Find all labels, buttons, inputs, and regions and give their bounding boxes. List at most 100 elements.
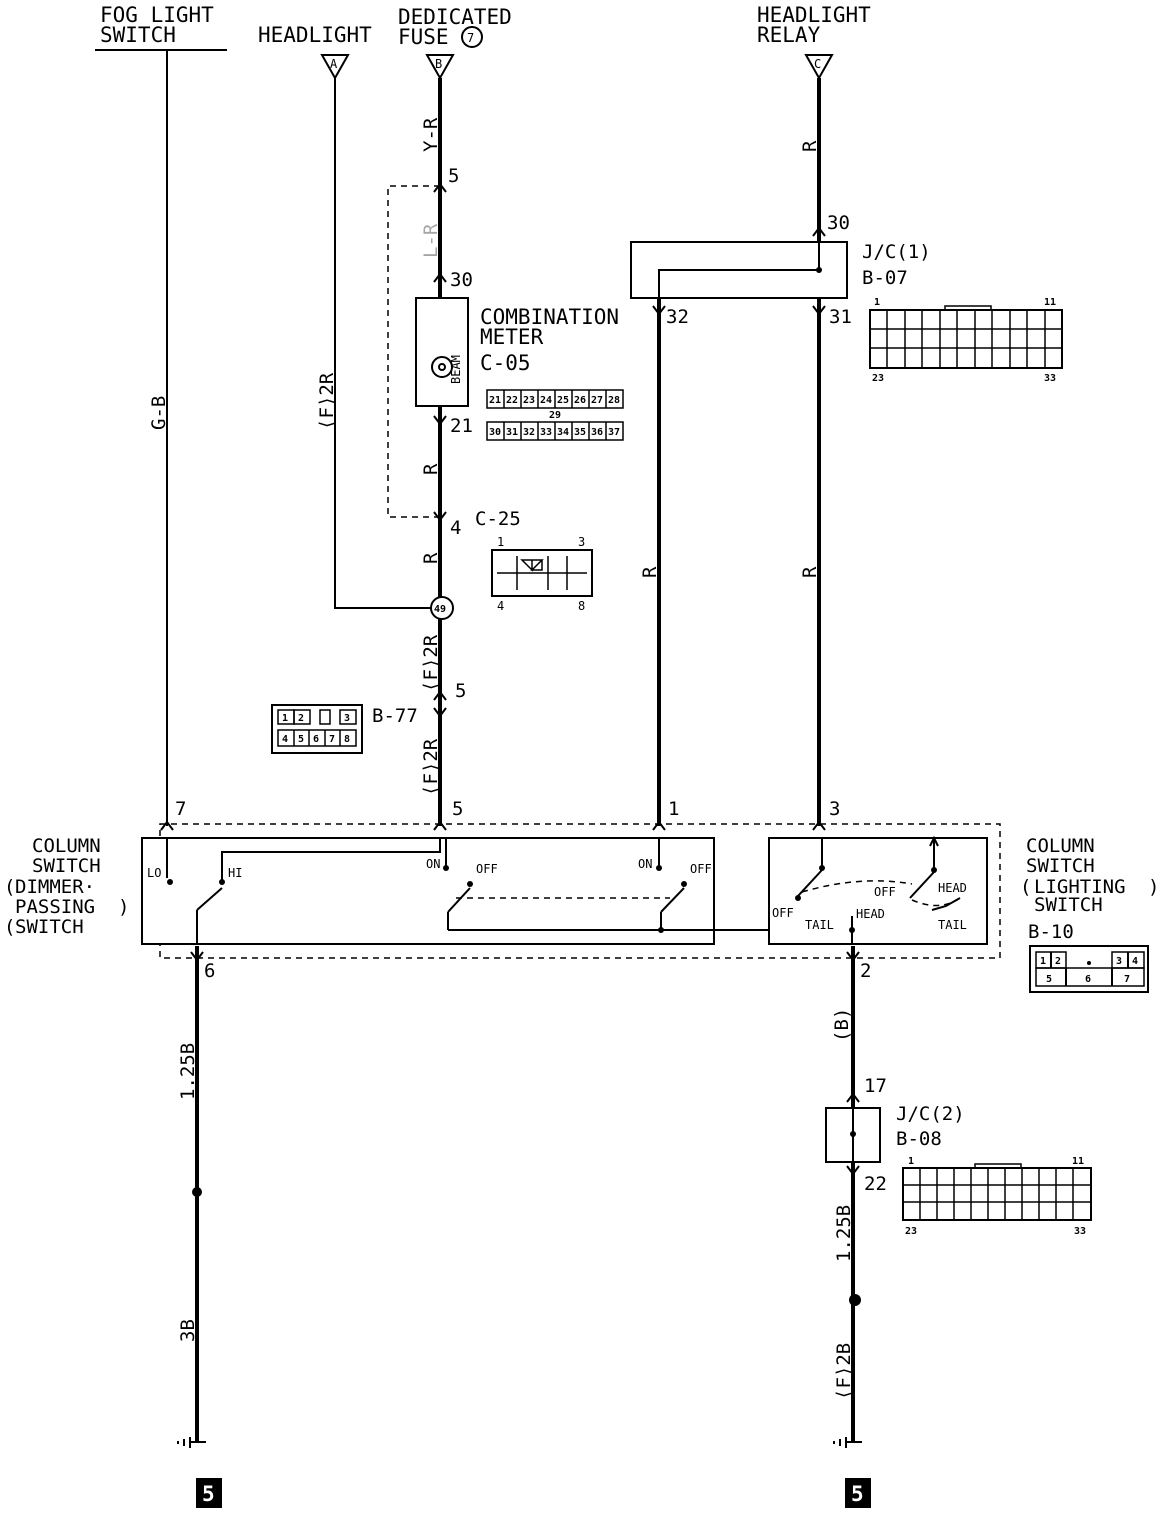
svg-text:SWITCH: SWITCH (15, 916, 84, 938)
svg-text:1: 1 (497, 535, 504, 549)
wire-label-125b-left: 1.25B (177, 1043, 199, 1100)
svg-text:6: 6 (313, 734, 319, 745)
dimmer-passing-name: COLUMN SWITCH ( DIMMER· PASSING SWITCH (… (4, 835, 129, 938)
svg-text:5: 5 (298, 734, 304, 745)
svg-text:5: 5 (851, 1482, 864, 1506)
wire-label-125b-right: 1.25B (833, 1205, 855, 1262)
c25-label: C-25 (475, 508, 521, 530)
wire-label-b-paren: (B) (831, 1008, 853, 1042)
svg-text:6: 6 (1085, 974, 1091, 985)
headlight-label: HEADLIGHT (258, 23, 372, 47)
wire-headlight-a (334, 78, 440, 609)
svg-text:31: 31 (506, 427, 518, 438)
svg-text:28: 28 (608, 395, 620, 406)
svg-text:11: 11 (1044, 297, 1056, 308)
svg-text:COLUMN: COLUMN (32, 835, 101, 857)
svg-text:PASSING: PASSING (15, 896, 95, 918)
joint-49: 49 (430, 596, 454, 620)
svg-text:33: 33 (1044, 373, 1056, 384)
connector-b77: 1 2 3 4 5 6 7 8 (271, 704, 363, 754)
headlight-relay-label: HEADLIGHT RELAY (757, 3, 871, 47)
ground-symbol-left (177, 1437, 206, 1448)
svg-text:SWITCH: SWITCH (1026, 855, 1095, 877)
svg-text:23: 23 (523, 395, 535, 406)
pin-31: 31 (829, 306, 852, 328)
pin-30-jc: 30 (827, 212, 850, 234)
connector-c25: 1 3 4 8 (491, 535, 593, 613)
svg-text:49: 49 (434, 604, 446, 615)
svg-text:FOG LIGHT: FOG LIGHT (100, 3, 214, 27)
light-tail-a: TAIL (805, 918, 834, 932)
svg-text:8: 8 (578, 599, 585, 613)
connector-c: C (804, 54, 834, 81)
svg-text:): ) (118, 896, 129, 918)
pin-3: 3 (829, 798, 840, 820)
svg-text:27: 27 (591, 395, 603, 406)
svg-text:33: 33 (1074, 1226, 1086, 1237)
jc1-code: B-07 (862, 267, 908, 289)
light-off-b: OFF (874, 885, 896, 899)
pin-17: 17 (864, 1075, 887, 1097)
pin-2: 2 (860, 960, 871, 982)
pin-7: 7 (175, 798, 186, 820)
svg-text:30: 30 (489, 427, 501, 438)
switch-on-1: ON (426, 857, 440, 871)
junction-connector-1 (630, 241, 848, 299)
wire-label-r1: R (420, 463, 442, 475)
svg-text:1: 1 (1040, 956, 1046, 967)
wire-label-y-r: Y-R (420, 117, 442, 152)
connector-b: B (425, 54, 455, 81)
svg-text:(: ( (1020, 876, 1031, 898)
junction-connector-2 (825, 1107, 881, 1163)
lighting-switch-name: COLUMN SWITCH ( LIGHTING SWITCH ) (1020, 835, 1159, 916)
svg-text:36: 36 (591, 427, 603, 438)
jc1-name: J/C(1) (862, 241, 931, 263)
switch-off-2: OFF (690, 862, 712, 876)
svg-text:35: 35 (574, 427, 586, 438)
lighting-switch-internals (795, 835, 961, 944)
pin-30-meter: 30 (450, 269, 473, 291)
svg-text:4: 4 (1132, 956, 1138, 967)
svg-text:DIMMER·: DIMMER· (15, 876, 95, 898)
wire-label-3b: 3B (177, 1319, 199, 1342)
wire-label-r-31: R (799, 566, 821, 578)
pin-21: 21 (450, 415, 473, 437)
b77-label: B-77 (372, 705, 418, 727)
connector-b10: 1 2 3 4 5 6 7 (1029, 945, 1149, 993)
wire-label-r-32: R (639, 566, 661, 578)
svg-text:2: 2 (1055, 956, 1061, 967)
pin-32: 32 (666, 306, 689, 328)
light-tail-b: TAIL (938, 918, 967, 932)
dedicated-fuse-label: DEDICATED FUSE 7 (398, 5, 512, 49)
b10-label: B-10 (1028, 921, 1074, 943)
svg-text:LIGHTING: LIGHTING (1034, 876, 1126, 898)
svg-text:24: 24 (540, 395, 552, 406)
svg-text:): ) (1148, 876, 1159, 898)
connector-c05: 21 22 23 24 25 26 27 28 29 30 31 32 33 3… (486, 389, 624, 441)
light-off-a: OFF (772, 906, 794, 920)
wire-arrow-ticks (160, 182, 860, 1176)
wire-label-r-relay: R (799, 140, 821, 152)
svg-text:32: 32 (523, 427, 535, 438)
connector-a: A (320, 54, 350, 81)
wire-label-f2r-1: ⟨F⟩2R (420, 634, 442, 692)
splice-right (849, 1294, 861, 1306)
pin-1: 1 (668, 798, 679, 820)
svg-text:SWITCH: SWITCH (100, 23, 176, 47)
ground-badge-left: 5 (196, 1478, 222, 1508)
svg-text:1: 1 (908, 1156, 914, 1167)
wire-label-r2: R (420, 552, 442, 564)
svg-text:RELAY: RELAY (757, 23, 821, 47)
svg-text:22: 22 (506, 395, 518, 406)
svg-text:4: 4 (282, 734, 288, 745)
svg-text:25: 25 (557, 395, 569, 406)
svg-text:23: 23 (905, 1226, 917, 1237)
combination-meter: BEAM (415, 297, 469, 407)
svg-text:SWITCH: SWITCH (1034, 894, 1103, 916)
pin-6: 6 (204, 960, 215, 982)
svg-text:(: ( (4, 876, 15, 898)
wire-label-faded: L-R (420, 223, 442, 258)
jc2-name: J/C(2) (896, 1103, 965, 1125)
switch-off-1: OFF (476, 862, 498, 876)
